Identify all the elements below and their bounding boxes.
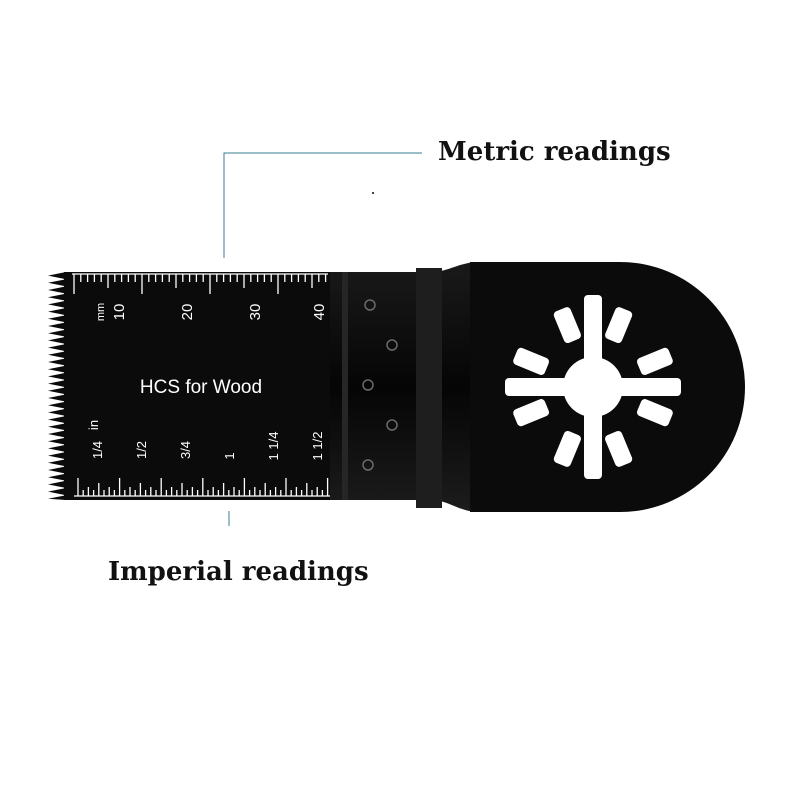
imperial-mark-one: 1 — [222, 452, 237, 459]
star-slot — [553, 307, 581, 344]
blade-neck — [330, 262, 480, 512]
metric-unit-label-group: mm — [95, 303, 107, 321]
metric-mark-10: 10 — [111, 304, 128, 321]
star-slot — [636, 399, 673, 427]
metric-readings-callout: Metric readings — [438, 137, 671, 167]
star-slot — [553, 430, 581, 467]
star-slot — [513, 347, 550, 375]
star-center — [563, 357, 623, 417]
star-slot — [605, 430, 633, 467]
star-slot — [513, 399, 550, 427]
metric-leader-line — [223, 152, 422, 258]
blade-text: HCS for Wood — [140, 377, 262, 398]
blade-bend — [416, 268, 442, 508]
imperial-scale — [74, 478, 330, 497]
star-slot — [605, 307, 633, 344]
imperial-readings-callout: Imperial readings — [108, 557, 369, 587]
metric-mark-20: 20 — [179, 304, 196, 321]
mounting-holes — [362, 299, 398, 471]
star-slot — [636, 347, 673, 375]
imperial-mark-quarter: 1/4 — [90, 441, 105, 459]
imperial-mark-one-quarter: 1 1/4 — [266, 432, 281, 461]
metric-scale — [72, 273, 328, 294]
imperial-mark-one-half: 1 1/2 — [310, 432, 325, 461]
dust-speck — [372, 192, 374, 194]
imperial-mark-three-quarter: 3/4 — [178, 441, 193, 459]
cutting-plate — [64, 272, 334, 500]
blade-neck-edge — [342, 272, 348, 500]
metric-unit-label: mm — [95, 303, 107, 321]
universal-mount-cutout — [505, 295, 681, 479]
metric-mark-30: 30 — [247, 304, 264, 321]
oscillating-saw-blade: mm 10 20 30 40 HCS for Wood in 1/4 1/2 3… — [48, 262, 745, 512]
metric-mark-40: 40 — [311, 304, 328, 321]
imperial-unit-label: in — [86, 420, 101, 430]
imperial-mark-half: 1/2 — [134, 441, 149, 459]
